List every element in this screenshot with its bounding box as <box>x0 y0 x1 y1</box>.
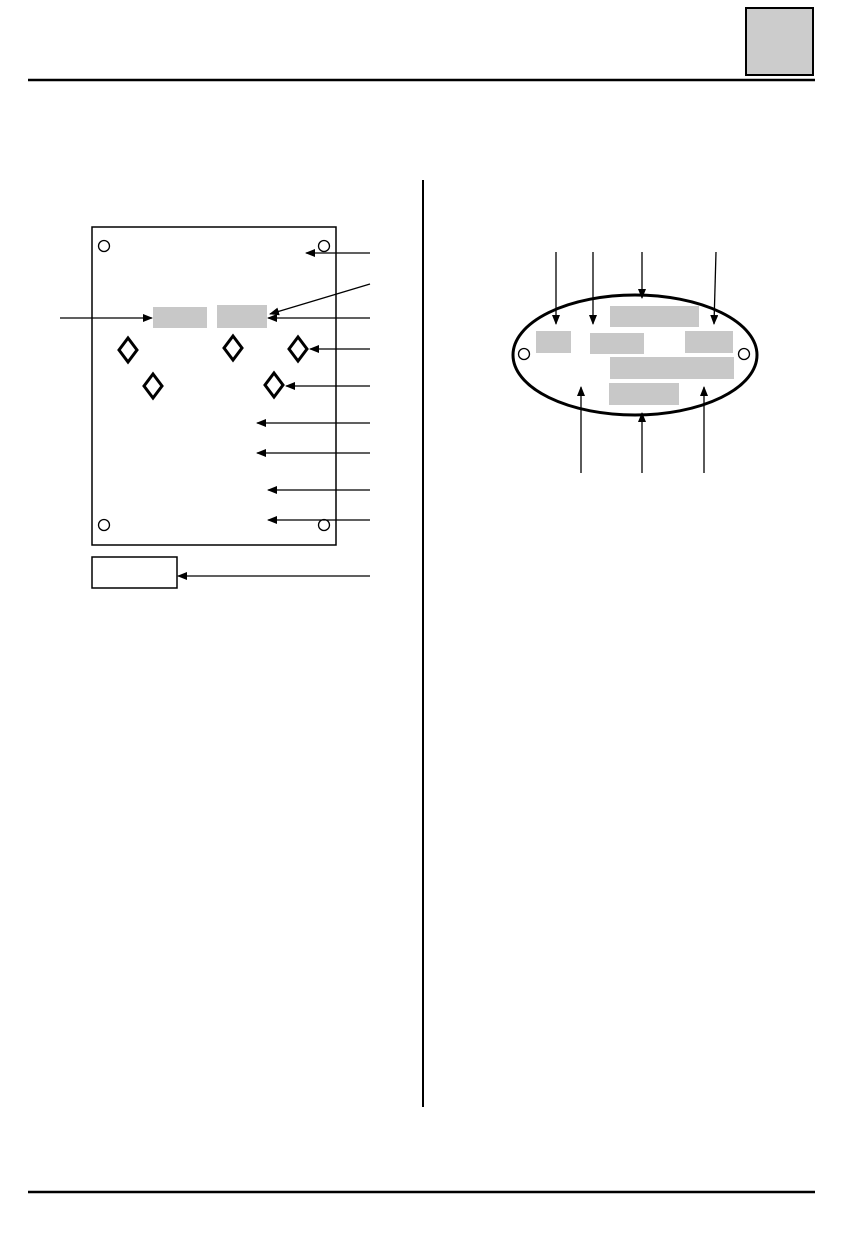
oval-hole-left <box>517 347 531 361</box>
oval-callout-arrows <box>552 251 719 473</box>
plate-label-box-1 <box>153 307 207 328</box>
oval-outline <box>511 293 759 417</box>
diamond-symbol-5 <box>263 370 285 400</box>
diamond-symbol-3 <box>287 334 309 364</box>
mounting-hole-bottom-right <box>317 518 331 532</box>
oval-label-box-wide <box>610 357 734 379</box>
oval-label-box-bottom <box>609 383 679 405</box>
mounting-hole-top-left <box>97 239 111 253</box>
oval-hole-right <box>737 347 751 361</box>
diamond-symbol-1 <box>117 335 139 365</box>
diamond-symbol-4 <box>142 371 164 401</box>
oval-label-box-middle <box>590 333 644 354</box>
plate-tag-box <box>91 556 178 589</box>
plate-label-box-2 <box>217 305 267 328</box>
oval-label-box-left <box>536 331 571 353</box>
oval-nameplate-figure <box>511 251 759 473</box>
page-tab-box <box>745 7 814 76</box>
diamond-symbol-2 <box>222 333 244 363</box>
callout-arrow-box-2-top <box>269 283 371 316</box>
rating-plate-figure <box>60 226 371 589</box>
oval-label-box-right <box>685 331 733 353</box>
mounting-hole-bottom-left <box>97 518 111 532</box>
oval-label-box-top <box>610 306 699 327</box>
plate-callout-arrows <box>60 249 371 580</box>
oval-arrow-top-4 <box>710 251 719 325</box>
mounting-hole-top-right <box>317 239 331 253</box>
